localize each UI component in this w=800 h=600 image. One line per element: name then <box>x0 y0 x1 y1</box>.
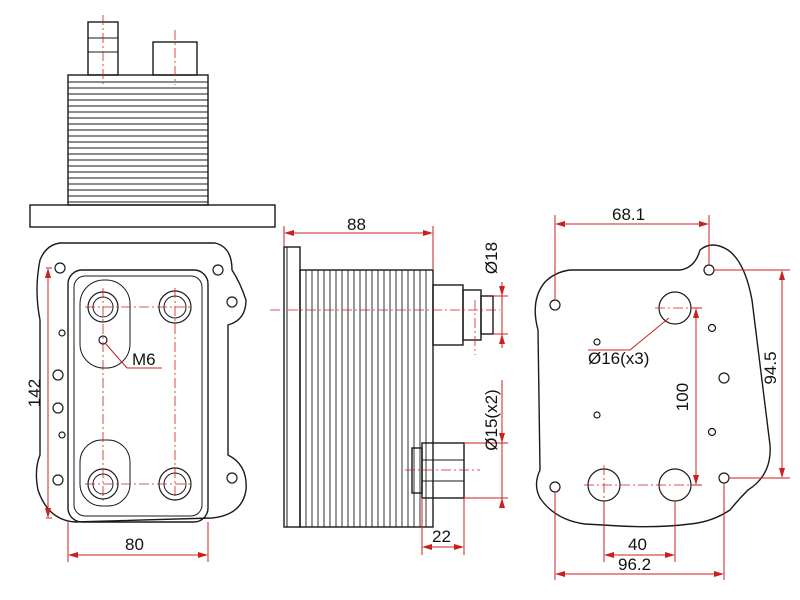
dim-phi16x3-label: Ø16(x3) <box>588 349 649 368</box>
back-view <box>534 215 790 580</box>
dim-68-1-label: 68.1 <box>612 205 645 224</box>
dim-22-label: 22 <box>432 527 451 546</box>
front-view-body <box>67 269 209 523</box>
side-view-fins <box>305 270 427 527</box>
side-view-top-port <box>432 284 464 346</box>
front-view <box>35 242 247 562</box>
front-view-port-slot-bottom <box>79 439 131 507</box>
dim-40-label: 40 <box>628 535 647 554</box>
dim-phi18-label: Ø18 <box>482 242 501 274</box>
top-view-fin-stack <box>67 74 209 206</box>
back-view-flange <box>534 244 771 528</box>
dim-phi15x2-label: Ø15(x2) <box>482 389 501 450</box>
dim-80-label: 80 <box>125 535 144 554</box>
dim-88-label: 88 <box>347 215 366 234</box>
front-view-port-slot-top <box>79 279 131 369</box>
front-view-flange <box>35 242 247 523</box>
dim-100-label: 100 <box>673 383 692 411</box>
dim-142-label: 142 <box>25 379 44 407</box>
side-view-flange <box>283 246 301 528</box>
dim-m6-label: M6 <box>132 350 156 369</box>
dim-94-5-label: 94.5 <box>761 351 780 384</box>
dim-96-2-label: 96.2 <box>618 555 651 574</box>
top-view <box>29 15 276 228</box>
top-view-fins <box>68 81 208 203</box>
top-view-flange <box>29 204 276 228</box>
side-view-bottom-port <box>421 442 465 499</box>
side-view <box>270 226 508 555</box>
side-view-fin-stack <box>299 269 434 528</box>
